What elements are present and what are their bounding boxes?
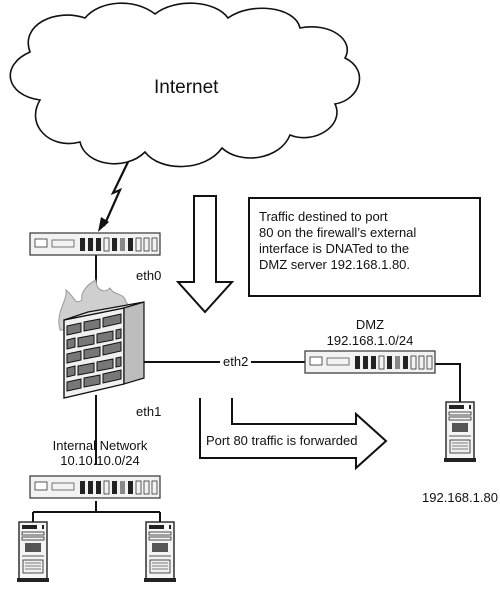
brick-firewall-icon <box>58 279 145 399</box>
internal-server-right-icon <box>143 521 177 583</box>
dmz-server-ip: 192.168.1.80 <box>422 490 498 505</box>
forward-arrow-label: Port 80 traffic is forwarded <box>206 433 358 448</box>
internal-network-subnet: 10.10.10.0/24 <box>60 453 140 468</box>
dmz-switch <box>304 350 436 374</box>
dmz-title: DMZ <box>355 317 385 332</box>
eth2-label: eth2 <box>220 354 252 369</box>
dmz-subnet: 192.168.1.0/24 <box>326 333 414 348</box>
internet-label: Internet <box>154 77 219 98</box>
internal-network-title: Internal Network <box>52 438 148 453</box>
internal-server-left-icon <box>16 521 50 583</box>
network-links <box>32 255 461 522</box>
inbound-traffic-arrow <box>175 195 235 314</box>
lightning-bolt-icon <box>98 161 129 232</box>
dmz-server-icon <box>443 401 477 463</box>
dnat-note-box: Traffic destined to port 80 on the firew… <box>248 197 481 297</box>
eth0-label: eth0 <box>136 268 162 283</box>
cloud-icon <box>9 2 361 168</box>
dnat-note-text: Traffic destined to port 80 on the firew… <box>259 209 417 272</box>
forwarding-arrow <box>199 398 388 471</box>
external-switch <box>29 232 161 256</box>
eth1-label: eth1 <box>136 404 162 419</box>
internal-switch <box>29 475 161 499</box>
